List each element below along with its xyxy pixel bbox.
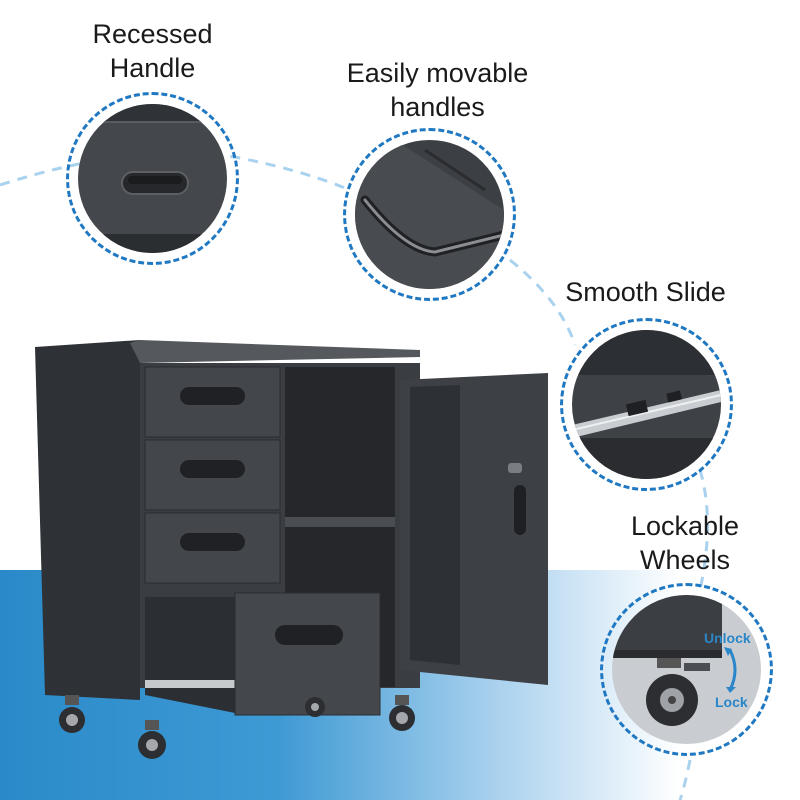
drawer-3 bbox=[144, 512, 281, 584]
wheel-front-right bbox=[389, 695, 415, 731]
cabinet-top bbox=[130, 340, 420, 363]
smooth-slide-callout bbox=[560, 318, 733, 491]
movable-handles-callout bbox=[343, 128, 516, 301]
recessed-handle-closeup bbox=[78, 104, 227, 253]
door-handle bbox=[514, 485, 526, 535]
door-lock bbox=[508, 463, 522, 473]
wheel-front-middle bbox=[138, 720, 166, 759]
shelf bbox=[285, 517, 395, 527]
cabinet-illustration bbox=[35, 340, 548, 759]
cabinet-side-panel bbox=[35, 340, 140, 700]
lockable-wheels-label: Lockable Wheels bbox=[630, 511, 740, 575]
lockable-wheels-callout: Unlock Lock bbox=[600, 583, 773, 756]
unlock-label: Unlock bbox=[704, 630, 751, 646]
drawer-2 bbox=[144, 439, 281, 511]
movable-handle-closeup bbox=[355, 140, 504, 289]
caster-wheel-closeup: Unlock Lock bbox=[612, 595, 761, 744]
smooth-slide-label: Smooth Slide bbox=[565, 277, 726, 307]
lock-label: Lock bbox=[715, 694, 748, 710]
drawer-slide-closeup bbox=[572, 330, 721, 479]
wheel-rear bbox=[305, 697, 325, 717]
open-drawer bbox=[145, 592, 381, 716]
recessed-handle-callout bbox=[66, 92, 239, 265]
recessed-handle-label: Recessed Handle bbox=[92, 19, 213, 83]
wheel-front-left bbox=[59, 695, 85, 733]
movable-handles-label: Easily movable handles bbox=[346, 58, 529, 122]
drawer-1 bbox=[144, 366, 281, 438]
